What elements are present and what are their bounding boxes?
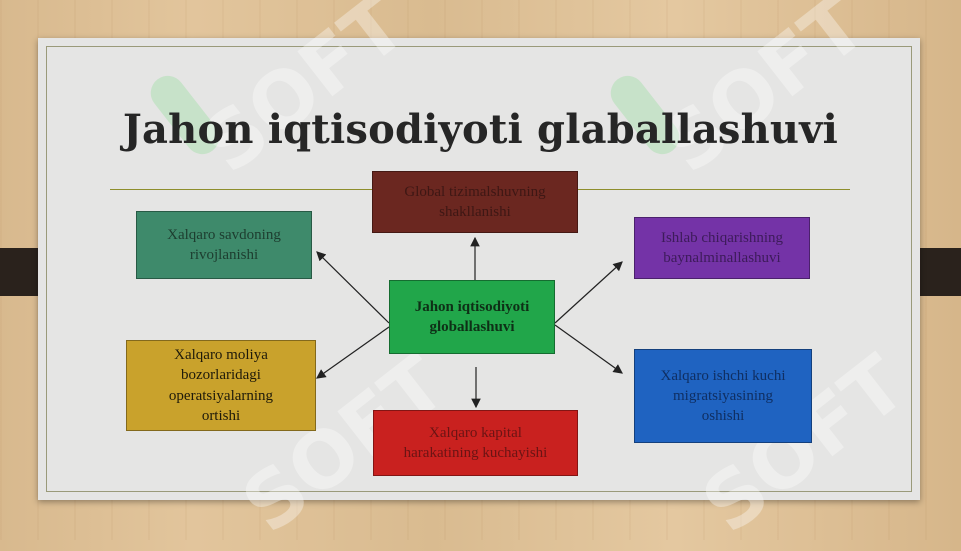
node-line: baynalminallashuvi: [663, 250, 781, 266]
title-rule-right: [578, 189, 850, 190]
node-line: bozorlaridagi: [181, 367, 261, 384]
node-global-system: Global tizimalshuvning shakllanishi: [372, 171, 578, 233]
arrow-to-finance: [316, 326, 390, 379]
node-line: ortishi: [201, 407, 241, 424]
node-line: oshishi: [701, 408, 745, 425]
slide-inner-border: [46, 46, 912, 492]
node-line: Global tizimalshuvning: [404, 183, 546, 200]
node-line: rivojlanishi: [189, 247, 259, 263]
page-title: Jahon iqtisodiyoti glaballashuvi: [122, 106, 839, 153]
node-center: Jahon iqtisodiyoti globallashuvi: [389, 280, 555, 354]
node-labor: Xalqaro ishchi kuchi migratsiyasining os…: [634, 349, 812, 443]
node-line: harakatining kuchayishi: [403, 445, 548, 461]
center-line: globallashuvi: [429, 319, 515, 335]
title-rule-left: [110, 189, 372, 190]
node-line: migratsiyasining: [673, 387, 773, 404]
node-line: Xalqaro savdoning: [167, 226, 281, 243]
arrow-to-prod: [554, 261, 623, 324]
node-capital: Xalqaro kapital harakatining kuchayishi: [373, 410, 578, 476]
center-line: Jahon iqtisodiyoti: [414, 298, 530, 315]
node-finance: Xalqaro moliya bozorlaridagi operatsiyal…: [126, 340, 316, 431]
arrow-to-trade: [316, 251, 390, 324]
node-production: Ishlab chiqarishning baynalminallashuvi: [634, 217, 810, 279]
node-line: shakllanishi: [439, 204, 511, 220]
node-line: Xalqaro ishchi kuchi: [660, 367, 786, 384]
node-trade: Xalqaro savdoning rivojlanishi: [136, 211, 312, 279]
node-line: operatsiyalarning: [168, 387, 274, 404]
node-line: Xalqaro kapital: [429, 424, 522, 441]
node-line: Xalqaro moliya: [174, 347, 268, 363]
node-line: Ishlab chiqarishning: [660, 229, 784, 246]
arrow-to-labor: [554, 324, 623, 374]
